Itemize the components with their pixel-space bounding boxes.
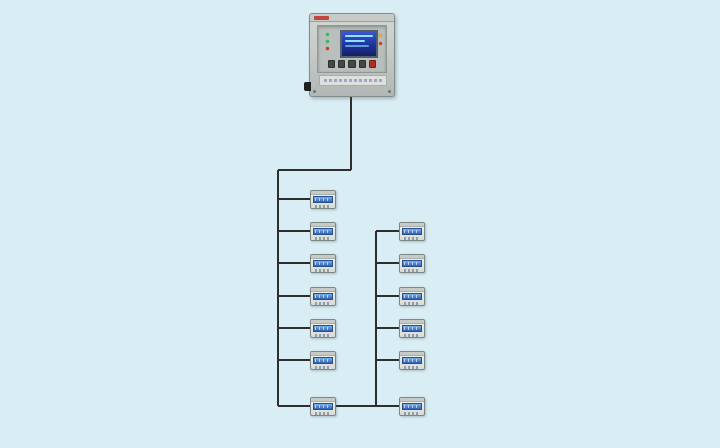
gas-detector-right-5 [399, 351, 425, 370]
detector-label [404, 334, 420, 337]
detector-cap [311, 398, 335, 402]
detector-display [313, 403, 333, 410]
detector-display [313, 228, 333, 235]
detector-label [404, 366, 420, 369]
detector-display [402, 260, 422, 267]
detector-display [402, 228, 422, 235]
detector-display [402, 403, 422, 410]
lcd-display [340, 30, 378, 58]
detector-label [315, 269, 331, 272]
detector-label [315, 205, 331, 208]
detector-label [315, 366, 331, 369]
detector-label [404, 237, 420, 240]
detector-label [315, 334, 331, 337]
power-led [326, 33, 329, 36]
detector-label [315, 412, 331, 415]
gas-detector-right-4 [399, 319, 425, 338]
detector-cap [400, 320, 424, 324]
gas-detector-right-3 [399, 287, 425, 306]
detector-cap [400, 352, 424, 356]
detector-cap [400, 223, 424, 227]
detector-display [313, 357, 333, 364]
reset-button [368, 60, 377, 68]
detector-label [404, 412, 420, 415]
detector-cap [400, 288, 424, 292]
detector-label [315, 237, 331, 240]
enter-button [358, 60, 366, 68]
detector-cap [311, 223, 335, 227]
screw [313, 90, 316, 93]
detector-display [313, 196, 333, 203]
gas-alarm-controller [304, 13, 395, 97]
alarm-led [326, 47, 329, 50]
up-button [338, 60, 346, 68]
detector-display [313, 260, 333, 267]
mute-led [379, 42, 382, 45]
gas-detector-left-1 [310, 190, 336, 209]
run-led [326, 40, 329, 43]
side-conduit [304, 82, 311, 91]
gas-detector-left-4 [310, 287, 336, 306]
gas-detector-left-3 [310, 254, 336, 273]
controller-lid [310, 14, 394, 22]
controller-front-panel [317, 25, 387, 73]
gas-detector-left-5 [310, 319, 336, 338]
detector-display [313, 325, 333, 332]
detector-label [404, 302, 420, 305]
lcd-text-line [345, 35, 373, 37]
detector-display [402, 357, 422, 364]
gas-detector-right-2 [399, 254, 425, 273]
detector-cap [400, 398, 424, 402]
screw [388, 90, 391, 93]
detector-cap [311, 288, 335, 292]
detector-cap [311, 352, 335, 356]
detector-label [404, 269, 420, 272]
detector-cap [311, 320, 335, 324]
detector-cap [400, 255, 424, 259]
detector-display [313, 293, 333, 300]
fault-led [379, 34, 382, 37]
model-label [319, 75, 387, 86]
lcd-text-line [345, 45, 370, 47]
gas-detector-right-1 [399, 222, 425, 241]
detector-display [402, 325, 422, 332]
gas-detector-left-6 [310, 351, 336, 370]
menu-button [328, 60, 336, 68]
gas-detector-left-7 [310, 397, 336, 416]
down-button [348, 60, 356, 68]
detector-cap [311, 191, 335, 195]
detector-display [402, 293, 422, 300]
brand-logo [314, 16, 329, 20]
gas-detector-left-2 [310, 222, 336, 241]
lcd-text-line [345, 40, 365, 42]
gas-detector-right-6 [399, 397, 425, 416]
detector-cap [311, 255, 335, 259]
button-row [328, 60, 377, 68]
detector-label [315, 302, 331, 305]
